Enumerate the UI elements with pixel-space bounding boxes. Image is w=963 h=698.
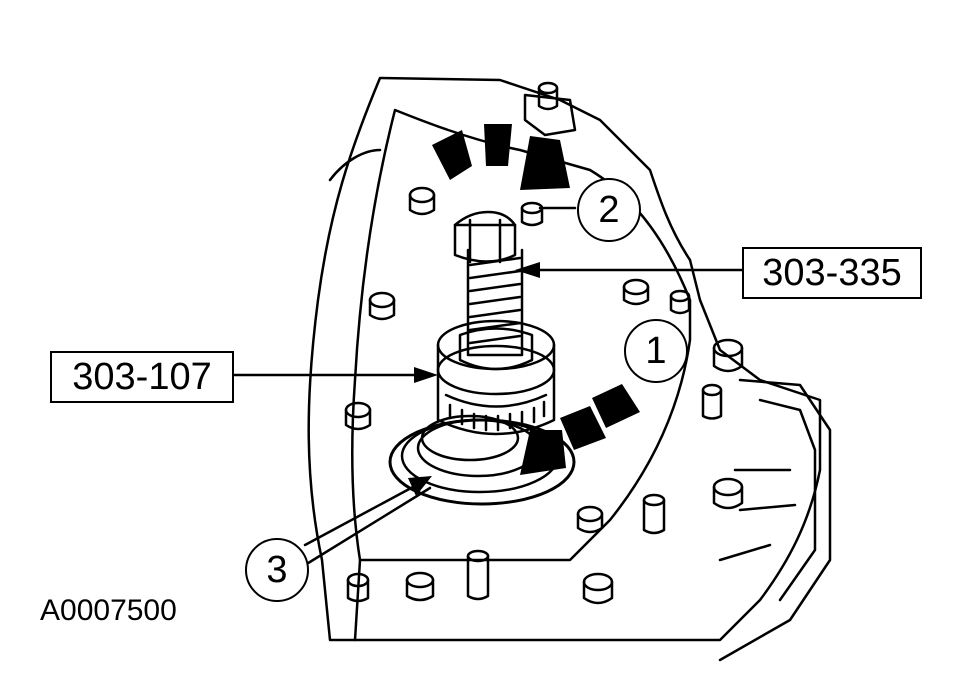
- bellhousing-inner: [758, 398, 817, 602]
- tool-callout-303-335: 303-335: [742, 247, 922, 299]
- bellhousing-right: [718, 378, 832, 662]
- figure-id: A0007500: [40, 594, 177, 627]
- rotation-arrow-upper-seg2: [484, 124, 512, 166]
- leader-lines: [230, 206, 744, 567]
- rotation-arrow-lower-seg1: [592, 384, 640, 428]
- bolt-heads: [344, 186, 744, 605]
- step-callout-3: 3: [245, 538, 309, 602]
- rotation-arrow-upper-seg3: [520, 136, 570, 190]
- top-bracket: [523, 93, 577, 137]
- rotation-arrow-lower-seg2: [560, 406, 606, 450]
- arrowhead-107: [414, 367, 438, 383]
- rotation-arrow-lower-seg3: [520, 430, 566, 475]
- arrowhead-335: [515, 262, 540, 278]
- step-callout-1: 1: [624, 319, 688, 383]
- dowel-pins: [466, 81, 723, 601]
- housing-outline: [307, 76, 822, 642]
- bellhousing-lines: [718, 468, 797, 562]
- tool-callout-303-107: 303-107: [50, 351, 234, 403]
- rotation-arrow-upper-seg1: [432, 130, 472, 180]
- forcing-screw: [453, 210, 534, 371]
- step-callout-2: 2: [577, 178, 641, 242]
- arrowhead-3: [408, 476, 432, 496]
- housing-rib-left: [328, 148, 382, 182]
